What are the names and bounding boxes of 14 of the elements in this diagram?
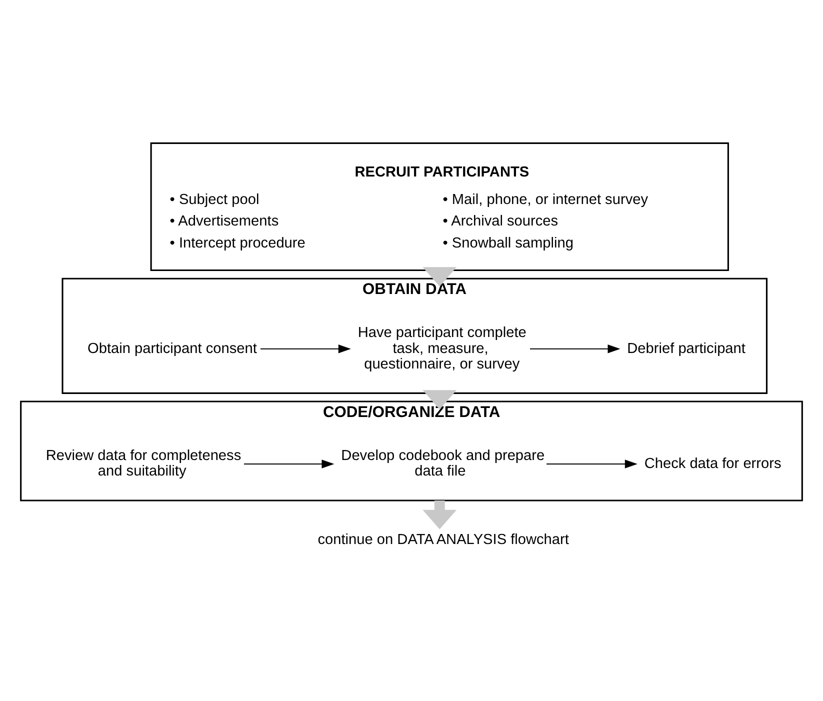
node-text: Review data for completeness and suitability [46, 448, 242, 480]
arrow [260, 344, 351, 353]
arrow [422, 390, 457, 409]
arrow [244, 459, 334, 468]
node-text: Have participant complete task, measure, questionnaire, or survey [358, 324, 526, 372]
node-text: Develop codebook and prepare data file [341, 448, 545, 480]
node-text: Obtain participant consent [88, 340, 257, 356]
arrow [422, 266, 457, 286]
arrow [422, 500, 457, 529]
node-text: Check data for errors [644, 455, 782, 472]
arrow [546, 459, 638, 468]
node-text: Debrief participant [627, 340, 746, 356]
arrow [530, 344, 620, 353]
node-text: continue on DATA ANALYSIS flowchart [318, 531, 569, 548]
